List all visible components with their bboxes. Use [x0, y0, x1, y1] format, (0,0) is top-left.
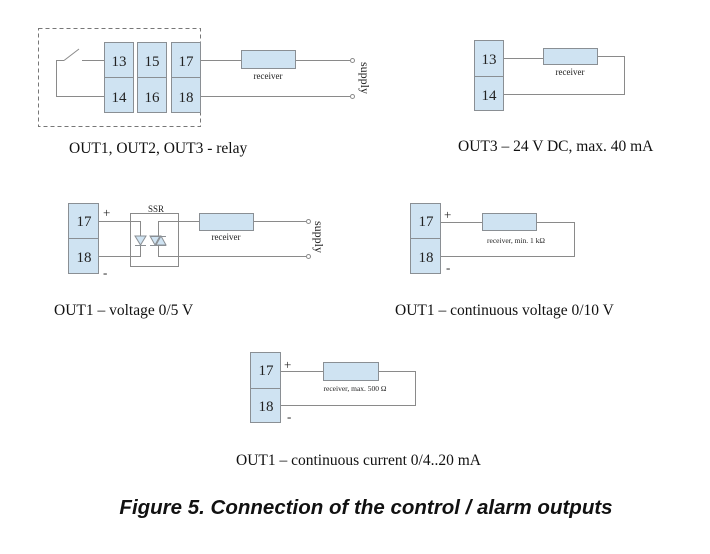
supply-terminal-icon: [350, 94, 355, 99]
terminal-17-label: 17: [77, 214, 93, 230]
terminal-18: [410, 238, 441, 274]
receiver-label: receiver, max. 500 Ω: [324, 384, 387, 393]
terminal-17-label: 17: [259, 363, 275, 379]
relay-switch-icon: [56, 48, 104, 97]
terminal-17: [68, 203, 99, 239]
ssr-label: SSR: [148, 204, 164, 214]
receiver-resistor: [199, 213, 254, 231]
terminal-14: [474, 76, 504, 111]
terminal-13: [474, 40, 504, 77]
terminal-14-label: 14: [112, 90, 128, 106]
supply-terminal-icon: [306, 219, 311, 224]
receiver-label: receiver: [212, 232, 241, 242]
minus-sign: -: [103, 265, 107, 280]
receiver-label: receiver: [254, 71, 283, 81]
terminal-14: [104, 77, 134, 113]
receiver-resistor: [323, 362, 379, 381]
terminal-18-label: 18: [179, 90, 194, 106]
supply-terminal-icon: [306, 254, 311, 259]
terminal-block-17-18: 17 18: [171, 42, 201, 113]
relay-diagram: 13 14 15 16 17 18 receiver supply: [38, 28, 372, 127]
out3-dc-diagram: 13 14 receiver: [474, 40, 625, 111]
plus-sign: +: [444, 207, 451, 222]
supply-label: supply: [312, 221, 326, 253]
terminal-block-15-16: 15 16: [137, 42, 167, 113]
voltage-010-caption: OUT1 – continuous voltage 0/10 V: [395, 302, 614, 319]
receiver-label: receiver: [556, 67, 585, 77]
receiver-label: receiver, min. 1 kΩ: [487, 236, 545, 245]
supply-terminal-icon: [350, 58, 355, 63]
current-420-caption: OUT1 – continuous current 0/4..20 mA: [236, 452, 481, 469]
voltage-010-diagram: 17 18 + - receiver, min. 1 kΩ: [410, 203, 575, 275]
terminal-18-label: 18: [259, 399, 274, 415]
terminal-16: [137, 77, 167, 113]
terminal-14-label: 14: [482, 88, 498, 104]
terminal-13-label: 13: [482, 52, 497, 68]
plus-sign: +: [284, 357, 291, 372]
led-diode-icon: [134, 235, 147, 246]
plus-sign: +: [103, 205, 110, 220]
terminal-17-label: 17: [419, 214, 435, 230]
terminal-18-label: 18: [77, 250, 92, 266]
terminal-18: [68, 238, 99, 274]
terminal-13-label: 13: [112, 54, 127, 70]
voltage-05-caption: OUT1 – voltage 0/5 V: [54, 302, 194, 319]
voltage-05-diagram: 17 18 + - SSR receiver supply: [68, 203, 326, 280]
receiver-resistor: [482, 213, 537, 231]
minus-sign: -: [287, 409, 291, 424]
ssr-box: [130, 213, 179, 267]
receiver-resistor: [241, 50, 296, 69]
terminal-17: [410, 203, 441, 239]
terminal-18-label: 18: [419, 250, 434, 266]
relay-caption: OUT1, OUT2, OUT3 - relay: [69, 140, 248, 157]
current-420-diagram: 17 18 + - receiver, max. 500 Ω: [250, 352, 416, 424]
terminal-18: [171, 77, 201, 113]
terminal-15-label: 15: [145, 54, 160, 70]
minus-sign: -: [446, 260, 450, 275]
triac-icon: [149, 234, 167, 247]
out3-dc-caption: OUT3 – 24 V DC, max. 40 mA: [458, 138, 654, 155]
figure-title: Figure 5. Connection of the control / al…: [119, 496, 613, 519]
terminal-16-label: 16: [145, 90, 161, 106]
terminal-18: [250, 388, 281, 423]
receiver-resistor: [543, 48, 598, 65]
supply-label: supply: [358, 62, 372, 94]
terminal-block-13-14: 13 14: [104, 42, 134, 113]
terminal-17: [250, 352, 281, 389]
terminal-17-label: 17: [179, 54, 195, 70]
terminal-17: [171, 42, 201, 78]
